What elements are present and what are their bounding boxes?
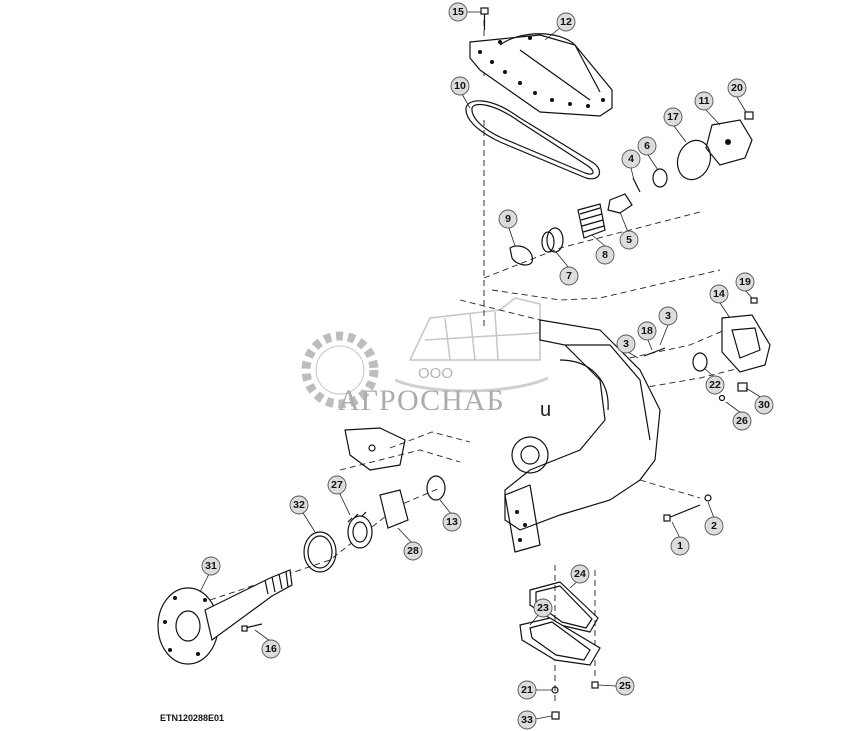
axle-shaft-part	[157, 475, 446, 665]
bolt-part-15	[480, 7, 489, 30]
svg-text:32: 32	[293, 499, 305, 511]
callout-25: 25	[615, 676, 635, 696]
svg-text:3: 3	[623, 338, 629, 350]
svg-text:9: 9	[505, 213, 511, 225]
svg-text:11: 11	[698, 95, 709, 107]
callout-10: 10	[450, 76, 470, 96]
callout-16: 16	[261, 639, 281, 659]
pinion-gear-part	[509, 203, 606, 266]
svg-text:19: 19	[739, 276, 751, 288]
callout-23: 23	[533, 598, 553, 618]
callout-21: 21	[517, 680, 537, 700]
callout-24: 24	[570, 564, 590, 584]
figure-code: ETN120288E01	[160, 713, 224, 723]
svg-text:28: 28	[407, 545, 419, 557]
top-cover-part	[469, 33, 613, 117]
bolt-part-1	[663, 494, 712, 522]
callout-28: 28	[403, 541, 423, 561]
callout-20: 20	[727, 78, 747, 98]
callout-7: 7	[559, 266, 579, 286]
callout-31: 31	[201, 556, 221, 576]
svg-text:7: 7	[566, 270, 572, 282]
svg-text:13: 13	[446, 516, 458, 528]
callout-18: 18	[637, 321, 657, 341]
svg-text:21: 21	[521, 684, 533, 696]
svg-text:14: 14	[713, 288, 725, 300]
callout-6: 6	[637, 136, 657, 156]
callout-33: 33	[517, 710, 537, 730]
svg-text:2: 2	[711, 520, 717, 532]
watermark-suffix: u	[540, 399, 551, 421]
axle-housing-part	[344, 319, 661, 553]
svg-text:30: 30	[758, 399, 770, 411]
callout-17: 17	[663, 107, 683, 127]
gasket-part	[465, 100, 601, 180]
callout-12: 12	[556, 12, 576, 32]
svg-text:33: 33	[521, 714, 533, 726]
watermark-name: АГРОСНАБ	[338, 384, 505, 417]
callout-19: 19	[735, 272, 755, 292]
leader-lines	[199, 11, 763, 720]
callout-3-right: 3	[658, 306, 678, 326]
callout-22: 22	[705, 375, 725, 395]
callout-9: 9	[498, 209, 518, 229]
svg-text:16: 16	[265, 643, 277, 655]
callout-8: 8	[595, 245, 615, 265]
callout-30: 30	[754, 395, 774, 415]
svg-text:15: 15	[452, 6, 464, 18]
svg-text:24: 24	[574, 568, 586, 580]
gear-icon	[301, 331, 379, 409]
callout-27: 27	[327, 475, 347, 495]
svg-text:25: 25	[619, 680, 631, 692]
callout-1: 1	[670, 536, 690, 556]
callout-13: 13	[442, 512, 462, 532]
svg-text:10: 10	[454, 80, 466, 92]
svg-text:22: 22	[709, 379, 721, 391]
svg-text:26: 26	[736, 415, 748, 427]
callout-11: 11	[694, 91, 714, 111]
svg-text:8: 8	[602, 249, 608, 261]
callout-3-left: 3	[616, 334, 636, 354]
callout-26: 26	[732, 411, 752, 431]
right-cover-part	[643, 297, 771, 402]
callout-5: 5	[619, 230, 639, 250]
side-cover-part	[607, 111, 754, 214]
callout-32: 32	[289, 495, 309, 515]
bottom-cover-part	[519, 581, 601, 720]
callout-14: 14	[709, 284, 729, 304]
svg-text:1: 1	[677, 540, 683, 552]
svg-text:18: 18	[641, 325, 653, 337]
watermark-ooo: ООО	[418, 365, 453, 382]
svg-text:17: 17	[667, 111, 679, 123]
callout-15: 15	[448, 2, 468, 22]
svg-text:4: 4	[628, 153, 634, 165]
assembly-lines	[209, 20, 741, 705]
svg-text:23: 23	[537, 602, 549, 614]
svg-text:6: 6	[644, 140, 650, 152]
svg-text:20: 20	[731, 82, 743, 94]
watermark: ООО АГРОСНАБ	[301, 297, 549, 417]
svg-text:3: 3	[665, 310, 671, 322]
callout-2: 2	[704, 516, 724, 536]
svg-text:27: 27	[331, 479, 343, 491]
svg-text:5: 5	[626, 234, 632, 246]
svg-text:12: 12	[560, 16, 572, 28]
callout-4: 4	[621, 149, 641, 169]
svg-text:31: 31	[205, 560, 217, 572]
harvester-icon	[394, 297, 549, 393]
